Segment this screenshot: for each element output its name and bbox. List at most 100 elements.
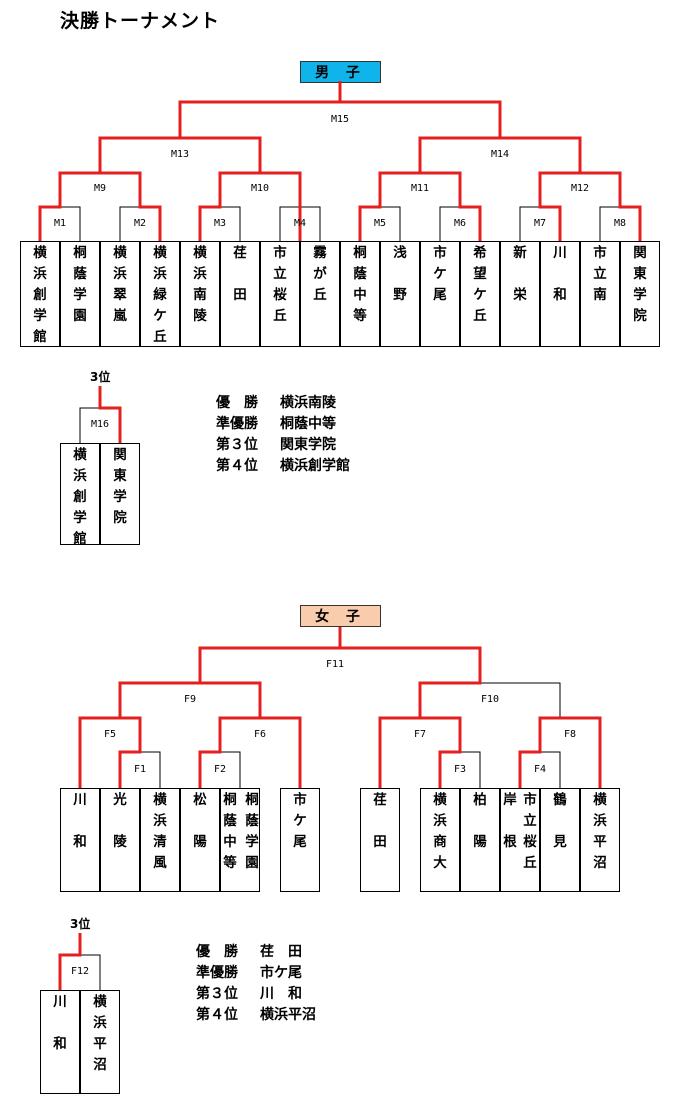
- women-third-team-cell: [80, 990, 120, 1094]
- women-result-row: 準優勝 市ケ尾: [196, 963, 316, 984]
- men-match-label: M15: [330, 114, 350, 125]
- men-team-name: 希望ケ丘: [473, 245, 487, 324]
- men-team-cell: [460, 241, 500, 347]
- page-title: 決勝トーナメント: [60, 10, 221, 32]
- men-team-name: 市立南: [593, 245, 607, 303]
- men-match-label: M9: [93, 183, 107, 194]
- men-winner-path: [580, 171, 642, 241]
- women-match-label: F9: [183, 694, 197, 705]
- men-team-name: 桐蔭中等: [353, 245, 367, 324]
- result-team: 関東学院: [280, 437, 336, 453]
- women-winner-path: [260, 716, 302, 788]
- men-team-name: 横浜緑ケ丘: [153, 245, 167, 345]
- men-team-cell: [380, 241, 420, 347]
- result-rank: 準優勝: [196, 965, 238, 981]
- men-third-team-cell: [100, 443, 140, 545]
- women-winner-path: [198, 681, 262, 788]
- men-match-label: M2: [133, 218, 147, 229]
- women-team-cell: [140, 788, 180, 892]
- result-rank: 第４位: [216, 458, 258, 474]
- men-team-name: 桐蔭学園: [73, 245, 87, 324]
- men-team-cell: [580, 241, 620, 347]
- women-third-team-name: 川和: [53, 994, 67, 1052]
- women-match-label: F4: [533, 764, 547, 775]
- men-winner-path: [500, 136, 582, 241]
- men-results: 優 勝横浜南陵 準優勝桐蔭中等 第３位関東学院 第４位横浜創学館: [216, 393, 350, 477]
- men-team-name: 浅野: [393, 245, 407, 303]
- result-rank: 第３位: [216, 437, 258, 453]
- men-winner-path: [100, 171, 162, 241]
- men-team-name: 新栄: [513, 245, 527, 303]
- result-team: 横浜創学館: [280, 458, 350, 474]
- women-team-name: 松陽: [193, 792, 207, 850]
- result-team: 荏 田: [260, 944, 302, 960]
- result-rank: 優 勝: [196, 944, 238, 960]
- men-team-name: 横浜南陵: [193, 245, 207, 324]
- men-match-label: M12: [570, 183, 590, 194]
- women-winner-path: [78, 627, 342, 788]
- women-team-cell: [360, 788, 400, 892]
- women-team-cell: [500, 788, 540, 892]
- women-winner-path: [518, 716, 602, 788]
- women-team-name: 川和: [73, 792, 87, 850]
- men-team-name: 横浜翠嵐: [113, 245, 127, 324]
- men-team-cell: [180, 241, 220, 347]
- men-third-winner-path: [98, 386, 122, 443]
- result-rank: 第３位: [196, 986, 238, 1002]
- men-result-row: 第４位 横浜創学館: [216, 456, 350, 477]
- result-team: 桐蔭中等: [280, 416, 336, 432]
- women-team-cell: [540, 788, 580, 892]
- men-match-label: M14: [490, 149, 510, 160]
- women-third-winner-path: [58, 933, 82, 990]
- women-team-name: 桐蔭学園: [245, 792, 259, 871]
- men-team-name: 市立桜丘: [273, 245, 287, 324]
- women-match-label: F11: [325, 659, 345, 670]
- men-team-cell: [420, 241, 460, 347]
- men-match-label: M3: [213, 218, 227, 229]
- women-winner-path: [340, 646, 482, 788]
- men-third-place-label: 3位: [90, 370, 111, 384]
- women-third-team-name: 横浜平沼: [93, 994, 107, 1073]
- women-team-cell: [180, 788, 220, 892]
- women-winner-path: [420, 716, 462, 788]
- women-team-name: 市立桜丘: [523, 792, 537, 871]
- women-team-name: 桐蔭中等: [223, 792, 237, 871]
- men-third-team-name: 関東学院: [113, 447, 127, 526]
- men-winner-path: [38, 81, 342, 241]
- men-winner-path: [260, 171, 302, 241]
- women-match-label: F8: [563, 729, 577, 740]
- men-team-cell: [540, 241, 580, 347]
- women-team-cell: [280, 788, 320, 892]
- result-rank: 準優勝: [216, 416, 258, 432]
- women-team-name: 柏陽: [473, 792, 487, 850]
- women-team-name: 荏田: [373, 792, 387, 850]
- women-team-cell: [580, 788, 620, 892]
- men-team-cell: [500, 241, 540, 347]
- women-result-row: 第４位横浜平沼: [196, 1005, 316, 1026]
- women-match-label: F7: [413, 729, 427, 740]
- result-rank: 優 勝: [216, 395, 258, 411]
- men-match-label: M8: [613, 218, 627, 229]
- men-match-label: M13: [170, 149, 190, 160]
- men-match-label: M1: [53, 218, 67, 229]
- result-rank: 第４位: [196, 1007, 238, 1023]
- women-team-cell: [420, 788, 460, 892]
- result-team: 市ケ尾: [260, 965, 302, 981]
- men-team-cell: [220, 241, 260, 347]
- men-team-cell: [100, 241, 140, 347]
- women-team-name: 横浜清風: [153, 792, 167, 871]
- men-winner-path: [420, 171, 482, 241]
- result-team: 川 和: [260, 986, 302, 1002]
- men-team-name: 川和: [553, 245, 567, 303]
- women-badge: 女 子: [300, 605, 381, 627]
- men-team-cell: [340, 241, 380, 347]
- men-winner-path: [180, 136, 262, 241]
- men-match-label: M6: [453, 218, 467, 229]
- women-team-name: 光陵: [113, 792, 127, 850]
- men-third-team-name: 横浜創学館: [73, 447, 87, 547]
- men-team-cell: [260, 241, 300, 347]
- women-match-label: F2: [213, 764, 227, 775]
- women-third-place-label: 3位: [70, 917, 91, 931]
- women-match-label: F5: [103, 729, 117, 740]
